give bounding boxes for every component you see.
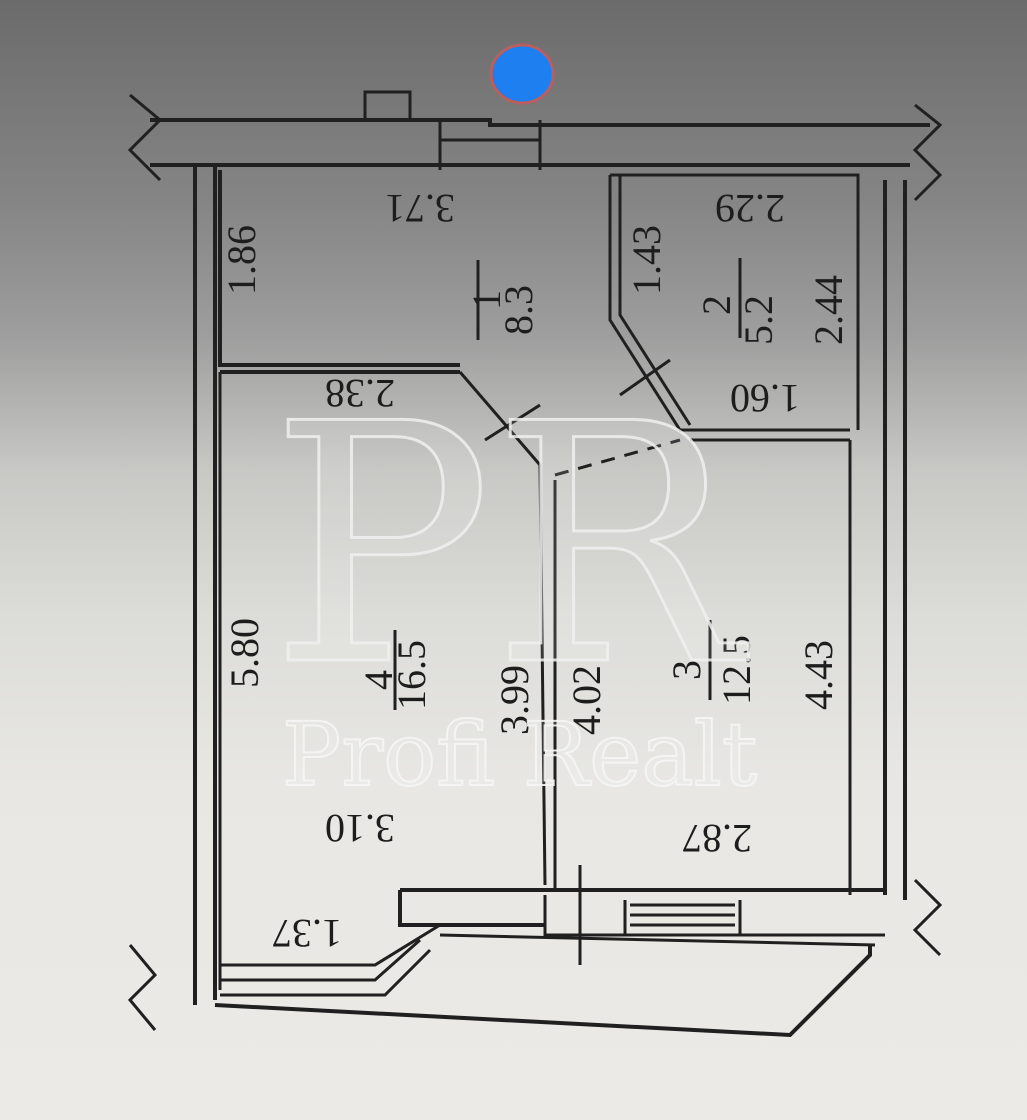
room-2-labels: 2.29 1.43 2 5.2 2.44 1.60	[624, 186, 851, 421]
room-2-area: 5.2	[736, 295, 781, 345]
room-2-inner: 1.60	[730, 376, 800, 421]
room-4-number: 4	[356, 670, 401, 690]
room-2-length: 2.44	[806, 275, 851, 345]
room-1-length: 1.86	[219, 225, 264, 295]
balcony-width: 1.37	[272, 911, 342, 956]
room-3-labels: 4.02 3 12.5 4.43 2.87	[564, 620, 841, 861]
room-2-width: 2.29	[715, 186, 785, 231]
room-4-labels: 5.80 4 16.5 3.99 3.10	[222, 618, 537, 851]
watermark-brand: Profi Realt	[282, 703, 757, 806]
room-1-width: 3.71	[385, 186, 455, 231]
balcony-labels: 1.37	[272, 911, 342, 956]
room-4-inner: 3.99	[492, 665, 537, 735]
room-4-width: 3.10	[325, 806, 395, 851]
room-1-area: 8.3	[496, 285, 541, 335]
room-1-labels: 3.71 1.86 1 8.3 2.38	[219, 186, 541, 416]
room-3-area: 12.5	[714, 635, 759, 705]
watermark-logo: PR Profi Realt	[269, 353, 759, 808]
room-3-number: 3	[664, 660, 709, 680]
room-2-side: 1.43	[624, 225, 669, 295]
room-2-number: 2	[694, 295, 739, 315]
room-3-width: 2.87	[682, 816, 752, 861]
location-marker-icon	[489, 43, 555, 105]
exterior-walls	[127, 90, 943, 1031]
room-1-number: 1	[464, 290, 509, 310]
watermark-letters: PR	[270, 354, 750, 738]
room-1-inner: 2.38	[325, 371, 395, 416]
room-3-inner: 4.02	[564, 665, 609, 735]
room-3-length: 4.43	[796, 640, 841, 710]
balcony-area	[214, 865, 885, 1038]
room-4-length: 5.80	[222, 618, 267, 688]
room-4-area: 16.5	[389, 640, 434, 710]
interior-walls	[218, 170, 860, 990]
